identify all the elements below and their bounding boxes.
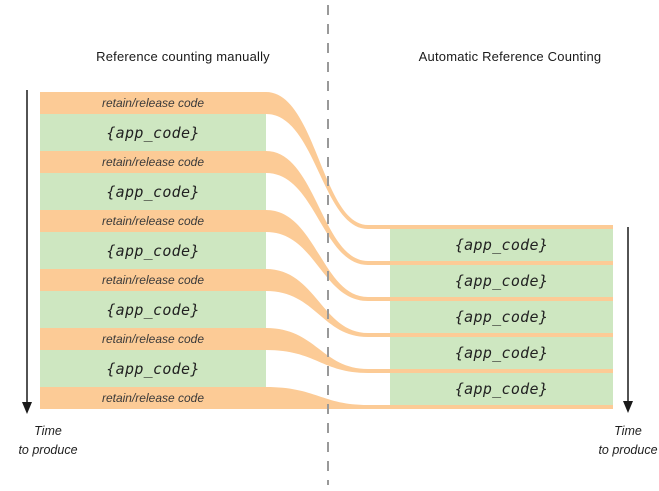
right-time-arrowhead [623, 401, 633, 413]
app-code-block [40, 173, 266, 210]
app-code-block [390, 373, 613, 405]
left-time-label: Time to produce [0, 422, 98, 460]
retain-release-ribbon [40, 328, 613, 373]
app-code-block [390, 265, 613, 297]
app-code-block [40, 350, 266, 387]
app-code-block [40, 291, 266, 328]
retain-release-ribbon [40, 92, 613, 229]
retain-release-ribbon [40, 269, 613, 337]
right-time-label: Time to produce [578, 422, 659, 460]
left-time-label-line1: Time [34, 424, 62, 438]
right-time-label-line1: Time [614, 424, 642, 438]
left-column-title: Reference counting manually [96, 49, 270, 64]
retain-release-ribbon [40, 387, 613, 409]
retain-release-ribbon [40, 151, 613, 265]
left-time-arrowhead [22, 402, 32, 414]
app-code-block [390, 337, 613, 369]
left-time-label-line2: to produce [18, 442, 78, 457]
app-code-block [390, 229, 613, 261]
app-code-block [390, 301, 613, 333]
right-column-title: Automatic Reference Counting [418, 49, 602, 64]
app-code-block [40, 232, 266, 269]
retain-release-ribbon [40, 210, 613, 301]
right-time-label-line2: to produce [598, 442, 658, 457]
app-code-block [40, 114, 266, 151]
